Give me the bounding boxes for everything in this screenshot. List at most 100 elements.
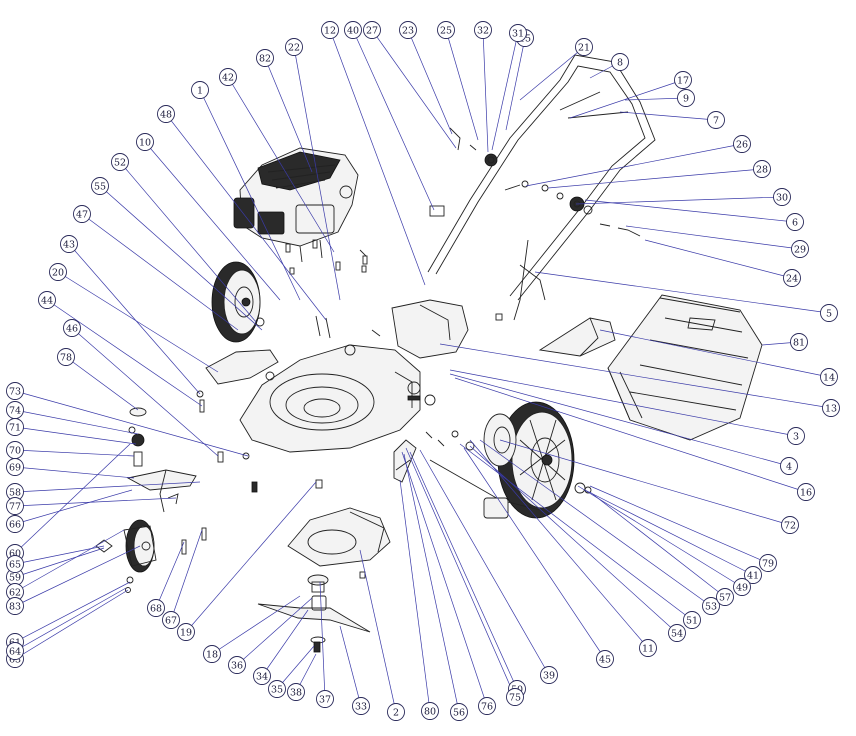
callout-number: 71 (9, 422, 21, 433)
callout-5: 5 (820, 304, 838, 322)
leader-line-61 (14, 581, 131, 643)
callout-number: 24 (786, 273, 798, 284)
leader-line-10 (144, 141, 281, 301)
callout-number: 65 (9, 559, 21, 570)
leader-line-47 (81, 213, 239, 331)
callout-number: 32 (477, 25, 489, 36)
callout-9: 9 (677, 89, 695, 107)
handle-assembly (427, 54, 656, 321)
callout-circle (733, 135, 751, 153)
callout-number: 68 (150, 603, 162, 614)
leader-line-21 (519, 46, 585, 101)
callout-75: 75 (506, 688, 524, 706)
callout-number: 29 (794, 244, 806, 255)
callout-31: 31 (509, 24, 527, 42)
callout-circle (321, 21, 339, 39)
leader-line-15 (505, 37, 526, 131)
callout-circle (506, 688, 524, 706)
callout-56: 56 (450, 703, 468, 721)
leader-line-4 (449, 373, 790, 467)
callout-55: 55 (91, 177, 109, 195)
leader-line-49 (577, 485, 743, 588)
callout-circle (677, 89, 695, 107)
leader-line-66 (14, 489, 133, 525)
leader-line-51 (459, 443, 693, 621)
callout-number: 76 (481, 701, 493, 712)
callout-circle (596, 650, 614, 668)
mulch-plug (538, 317, 616, 357)
leader-line-59 (14, 547, 105, 578)
callout-41: 41 (744, 566, 762, 584)
callout-78: 78 (57, 348, 75, 366)
callout-number: 62 (9, 587, 21, 598)
callout-52: 52 (111, 153, 129, 171)
leader-line-78 (65, 356, 139, 411)
leader-line-19 (185, 481, 317, 633)
callout-46: 46 (63, 319, 81, 337)
leader-line-69 (14, 466, 135, 479)
callout-number: 7 (713, 115, 719, 126)
callout-circle (6, 441, 24, 459)
callout-70: 70 (6, 441, 24, 459)
callout-number: 28 (756, 164, 768, 175)
leader-line-75 (405, 447, 516, 698)
callout-7: 7 (707, 111, 725, 129)
callout-labels: 1234567891011121314151617181920212223242… (6, 21, 840, 721)
callout-number: 22 (288, 42, 300, 53)
callout-circle (136, 133, 154, 151)
callout-83: 83 (6, 597, 24, 615)
blade (257, 595, 371, 633)
callout-number: 15 (519, 33, 531, 44)
callout-circle (716, 588, 734, 606)
callout-number: 3 (793, 431, 799, 442)
callout-number: 67 (165, 615, 177, 626)
callout-circle (759, 554, 777, 572)
callout-circle (575, 38, 593, 56)
leader-line-58 (14, 481, 201, 493)
callout-circle (6, 597, 24, 615)
leader-line-62 (14, 529, 125, 593)
callout-circle (474, 21, 492, 39)
callout-number: 40 (347, 25, 359, 36)
callout-number: 34 (256, 671, 268, 682)
callout-number: 25 (440, 25, 452, 36)
leader-line-54 (469, 445, 678, 634)
callout-24: 24 (783, 269, 801, 287)
front-wheel-left (211, 261, 261, 343)
callout-17: 17 (674, 71, 692, 89)
callout-circle (111, 153, 129, 171)
callout-number: 57 (719, 592, 731, 603)
leader-line-83 (14, 545, 141, 607)
left-small-parts (129, 407, 179, 505)
callout-number: 27 (366, 25, 378, 36)
callout-circle (49, 263, 67, 281)
callout-38: 38 (287, 683, 305, 701)
leader-line-31 (491, 32, 519, 151)
leader-line-55 (99, 185, 263, 331)
grass-catcher (607, 294, 763, 441)
callout-circle (6, 642, 24, 660)
callout-circle (822, 399, 840, 417)
callout-11: 11 (639, 639, 657, 657)
callout-number: 78 (60, 352, 72, 363)
leader-lines (14, 29, 832, 713)
leader-line-63 (14, 589, 129, 660)
leader-line-5 (534, 271, 830, 314)
leader-line-64 (14, 587, 127, 652)
callout-number: 53 (705, 601, 717, 612)
callout-26: 26 (733, 135, 751, 153)
callout-number: 56 (453, 707, 465, 718)
callout-circle (790, 333, 808, 351)
leader-line-65 (14, 545, 105, 565)
callout-number: 44 (41, 295, 53, 306)
callout-number: 45 (599, 654, 611, 665)
callout-circle (773, 188, 791, 206)
callout-number: 59 (9, 572, 21, 583)
callout-number: 46 (66, 323, 78, 334)
parts-artwork (95, 54, 763, 653)
callout-28: 28 (753, 160, 771, 178)
callout-74: 74 (6, 401, 24, 419)
callout-number: 17 (677, 75, 689, 86)
callout-34: 34 (253, 667, 271, 685)
